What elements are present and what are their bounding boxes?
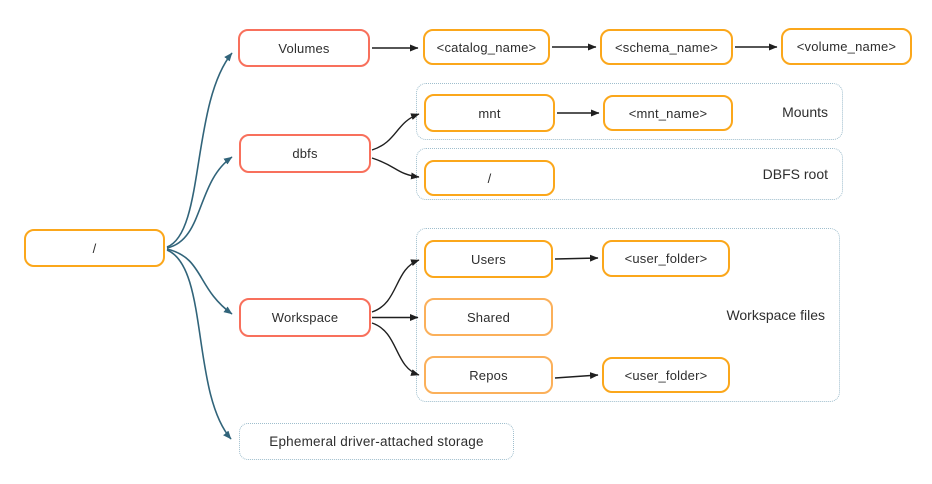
group-mounts: Mounts (416, 83, 843, 140)
node-user-folder-bottom: <user_folder> (602, 357, 730, 393)
node-volume-name: <volume_name> (781, 28, 912, 65)
node-dbfs-root-slash: / (424, 160, 555, 196)
group-workspace-files-label: Workspace files (726, 307, 825, 323)
node-schema-name: <schema_name> (600, 29, 733, 65)
node-root: / (24, 229, 165, 267)
arrow-root-to-ephemeral (166, 249, 232, 440)
node-workspace: Workspace (239, 298, 371, 337)
arrow-root-to-volumes (166, 52, 233, 248)
node-dbfs: dbfs (239, 134, 371, 173)
arrow-workspace-to-repos (371, 322, 420, 376)
arrow-root-to-workspace (166, 248, 233, 315)
group-mounts-label: Mounts (782, 103, 828, 120)
arrow-workspace-to-users (371, 259, 420, 313)
node-catalog-name: <catalog_name> (423, 29, 550, 65)
group-dbfs-root-label: DBFS root (762, 166, 828, 182)
node-repos: Repos (424, 356, 553, 394)
node-ephemeral-storage: Ephemeral driver-attached storage (239, 423, 514, 460)
node-volumes: Volumes (238, 29, 370, 67)
node-shared: Shared (424, 298, 553, 336)
node-users: Users (424, 240, 553, 278)
node-user-folder-top: <user_folder> (602, 240, 730, 277)
arrow-dbfs-to-mnt (371, 113, 420, 151)
node-mnt: mnt (424, 94, 555, 132)
arrow-dbfs-to-dbfs-root (371, 157, 420, 180)
node-mnt-name: <mnt_name> (603, 95, 733, 131)
arrow-root-to-dbfs (166, 156, 233, 249)
